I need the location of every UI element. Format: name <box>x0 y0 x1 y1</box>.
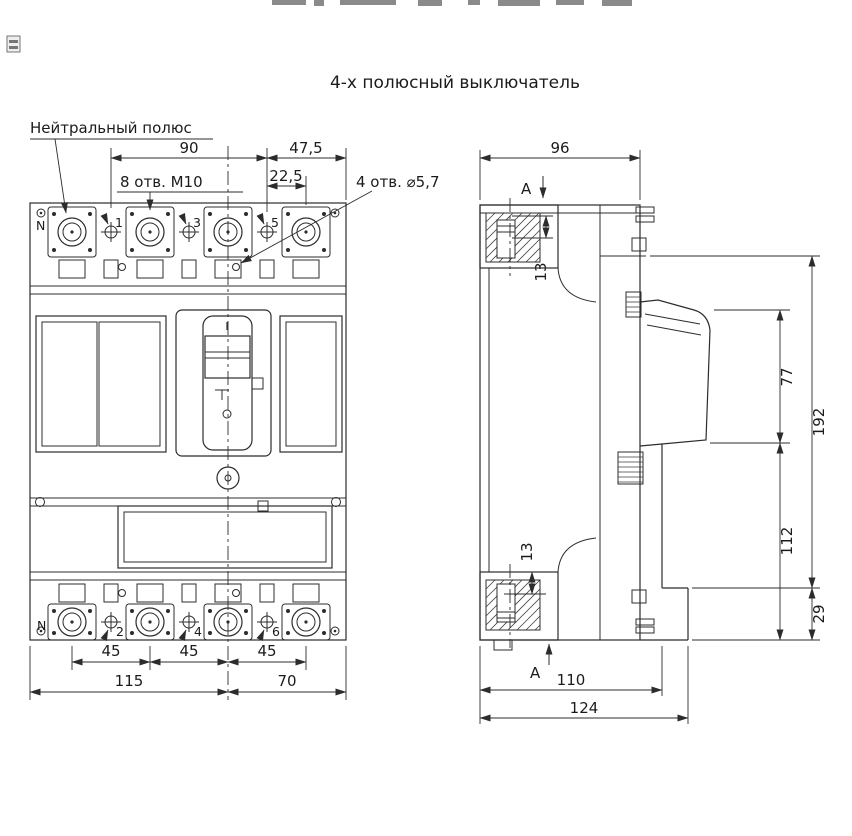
pole-label-6: 6 <box>272 624 280 639</box>
dim-124: 124 <box>570 699 599 717</box>
section-a-top-label: A <box>521 180 532 198</box>
pole-label-n-top: N <box>36 218 45 233</box>
stray-icon-artifact <box>6 35 21 53</box>
front-corner-mount-holes <box>36 208 340 636</box>
dim-45-b: 45 <box>179 642 198 660</box>
dim-192: 192 <box>810 408 828 437</box>
holes-d57-label: 4 отв. ⌀5,7 <box>356 173 440 191</box>
section-a-bottom-label: A <box>530 664 541 682</box>
front-dims-top: 90 47,5 22,5 <box>110 139 347 212</box>
front-terminals-top <box>47 206 331 279</box>
reset-window-icon <box>251 377 264 390</box>
front-body-outline <box>29 202 347 641</box>
dim-90: 90 <box>179 139 198 157</box>
din-clip <box>617 451 644 485</box>
dim-112: 112 <box>778 527 796 556</box>
front-view: N 1 3 5 N 2 4 6 <box>29 146 347 700</box>
side-terminal-top-section <box>479 198 597 303</box>
side-terminal-bottom-section <box>479 537 597 651</box>
dim-96: 96 <box>550 139 569 157</box>
front-label-plate <box>35 497 341 569</box>
vent-grille-top <box>625 291 642 318</box>
front-toggle <box>175 309 272 457</box>
pole-label-3: 3 <box>193 215 201 230</box>
front-windows <box>35 315 343 453</box>
dim-45-a: 45 <box>101 642 120 660</box>
holes-d57-callout: 4 отв. ⌀5,7 <box>240 173 440 264</box>
side-front-face <box>617 206 711 641</box>
holes-m10-callout: 8 отв. М10 <box>117 173 243 211</box>
front-dims-bottom: 45 45 45 115 70 <box>29 642 347 700</box>
dim-45-c: 45 <box>257 642 276 660</box>
pole-label-5: 5 <box>271 215 279 230</box>
dim-110: 110 <box>557 671 586 689</box>
pole-label-n-bottom: N <box>37 618 46 633</box>
pole-label-4: 4 <box>194 624 202 639</box>
dim-29: 29 <box>810 604 828 623</box>
section-marker-a-top: A <box>521 176 547 199</box>
neutral-pole-label: Нейтральный полюс <box>30 119 192 137</box>
drawing-title: 4-х полюсный выключатель <box>330 73 580 93</box>
dim-47-5: 47,5 <box>289 139 322 157</box>
neutral-pole-callout: Нейтральный полюс <box>30 119 213 214</box>
side-dims: 96 13 13 77 112 192 29 110 124 <box>479 139 828 724</box>
handle-escutcheon <box>639 299 711 447</box>
holes-m10-label: 8 отв. М10 <box>120 173 203 191</box>
section-marker-a-bottom: A <box>530 643 553 682</box>
scan-artifacts <box>6 0 632 53</box>
trip-test-icon <box>215 389 229 400</box>
dim-22-5: 22,5 <box>269 167 302 185</box>
side-body-outline <box>479 204 646 641</box>
dim-115: 115 <box>115 672 144 690</box>
pole-label-1: 1 <box>115 215 123 230</box>
dim-13-top: 13 <box>532 262 550 281</box>
dim-77: 77 <box>778 367 796 386</box>
dim-70: 70 <box>277 672 296 690</box>
front-terminals-bottom <box>47 583 331 641</box>
pole-label-2: 2 <box>116 624 124 639</box>
side-view: A A <box>479 176 711 682</box>
dim-13-bottom: 13 <box>518 542 536 561</box>
front-pole-labels: N 1 3 5 N 2 4 6 <box>36 212 280 642</box>
